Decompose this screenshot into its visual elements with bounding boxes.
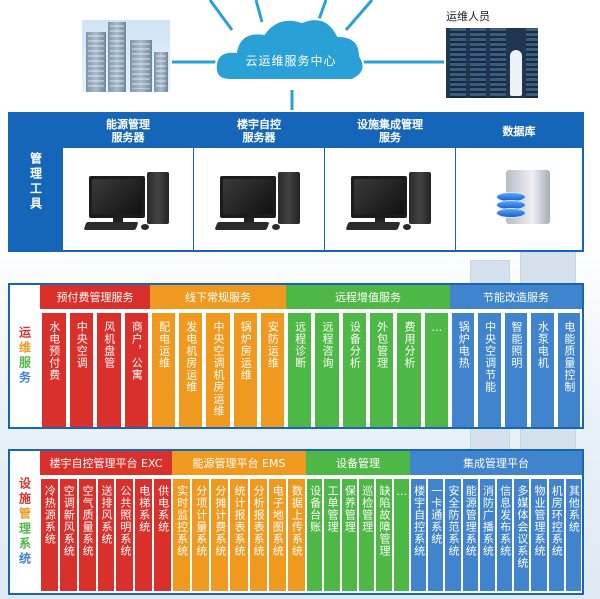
service-item: 安防运维 [260, 313, 285, 427]
service-item: 中央空调 [69, 313, 93, 427]
server-column-title: 楼宇自控 服务器 [194, 114, 324, 148]
service-item: 锅炉房运维 [233, 313, 257, 427]
building-photo [82, 20, 170, 92]
group-title: 集成管理平台 [410, 451, 582, 475]
cloud-service-center-label: 云运维服务中心 [245, 54, 337, 68]
service-item: 发电机房运维 [179, 313, 203, 427]
service-item: 中央空调节能 [478, 313, 501, 427]
service-item: 商户，公寓 [124, 313, 148, 427]
service-item: 水泵电机 [531, 313, 554, 427]
service-item: 智能照明 [504, 313, 528, 427]
system-item: 统计报表系统 [230, 479, 248, 591]
facility-systems-label: 设施管理系统 [10, 451, 40, 593]
system-item: 电梯系统 [135, 479, 153, 591]
system-item: 安全防范系统 [445, 479, 461, 591]
service-item: 风机盘管 [97, 313, 121, 427]
system-group-ems: 能源管理平台 EMS 实时监控系统 分项计量系统 分摊计费系统 统计报表系统 分… [172, 451, 306, 593]
group-title: 楼宇自控管理平台 EXC [40, 451, 172, 475]
system-group-bas: 楼宇自控管理平台 EXC 冷热源系统 空调新风系统 空气质量系统 送排风系统 公… [40, 451, 172, 593]
service-group-energy-retrofit: 节能改造服务 锅炉电热 中央空调节能 智能照明 水泵电机 电能质量控制 [450, 285, 582, 427]
group-title: 远程增值服务 [286, 285, 450, 309]
management-tools-panel: 管理工具 能源管理 服务器 楼宇自控 服务器 设施集成管理 服务 数据库 [8, 112, 584, 252]
service-item: 配电运维 [152, 313, 176, 427]
system-item: 分项计量系统 [192, 479, 210, 591]
system-item: 信息发布系统 [497, 479, 513, 591]
system-item: 数据上传系统 [287, 479, 305, 591]
server-column: 楼宇自控 服务器 [193, 114, 324, 250]
service-item: 水电预付费 [42, 313, 66, 427]
system-item: 楼宇自控系统 [411, 479, 427, 591]
system-item: 巡检管理 [358, 479, 375, 591]
server-column-title: 设施集成管理 服务 [325, 114, 455, 148]
system-item: … [393, 479, 409, 591]
system-item: 分析报表系统 [249, 479, 267, 591]
service-item: 锅炉电热 [452, 313, 475, 427]
server-column-title: 数据库 [456, 114, 582, 148]
system-item: 多媒体会议系统 [514, 479, 530, 591]
system-item: 工单管理 [324, 479, 340, 591]
system-group-equipment: 设备管理 设备台账 工单管理 保养管理 巡检管理 缺陷故障管理 … [306, 451, 410, 593]
system-item: 分摊计费系统 [211, 479, 229, 591]
ops-staff-label: 运维人员 [446, 10, 490, 23]
system-item: 电子地图系统 [268, 479, 286, 591]
service-item: 设备分析 [342, 313, 366, 427]
system-item: 送排风系统 [97, 479, 115, 591]
system-item: 空气质量系统 [78, 479, 96, 591]
service-item: 外包管理 [369, 313, 394, 427]
service-item: 费用分析 [397, 313, 421, 427]
group-title: 能源管理平台 EMS [172, 451, 306, 475]
cloud-connection-lines [172, 0, 444, 110]
system-item: 冷热源系统 [41, 479, 58, 591]
system-group-integration: 集成管理平台 楼宇自控系统 一卡通系统 安全防范系统 能源管理系统 消防广播系统… [410, 451, 582, 593]
group-title: 线下常规服务 [150, 285, 286, 309]
group-title: 设备管理 [306, 451, 410, 475]
ops-services-label: 运维服务 [10, 285, 40, 427]
service-item: … [424, 313, 448, 427]
service-item: 中央空调机房运维 [206, 313, 230, 427]
system-item: 消防广播系统 [479, 479, 496, 591]
system-item: 其他系统 [565, 479, 582, 591]
system-item: 设备台账 [307, 479, 323, 591]
service-item: 远程咨询 [315, 313, 339, 427]
system-item: 实时监控系统 [173, 479, 191, 591]
cloud-icon [214, 18, 365, 81]
service-group-prepaid: 预付费管理服务 水电预付费 中央空调 风机盘管 商户，公寓 [40, 285, 150, 427]
system-item: 供电系统 [154, 479, 172, 591]
system-item: 缺陷故障管理 [376, 479, 392, 591]
server-column: 数据库 [455, 114, 582, 250]
system-item: 能源管理系统 [462, 479, 478, 591]
service-group-remote: 远程增值服务 远程诊断 远程咨询 设备分析 外包管理 费用分析 … [286, 285, 450, 427]
service-item: 远程诊断 [288, 313, 312, 427]
system-item: 物业管理系统 [531, 479, 547, 591]
group-title: 预付费管理服务 [40, 285, 150, 309]
system-item: 一卡通系统 [428, 479, 444, 591]
system-item: 机房环控系统 [548, 479, 564, 591]
server-column: 设施集成管理 服务 [324, 114, 455, 250]
management-tools-label: 管理工具 [10, 114, 62, 250]
ops-services-panel: 运维服务 预付费管理服务 水电预付费 中央空调 风机盘管 商户，公寓 线下常规服… [8, 283, 584, 429]
system-item: 保养管理 [341, 479, 357, 591]
system-item: 空调新风系统 [59, 479, 77, 591]
server-column: 能源管理 服务器 [62, 114, 193, 250]
system-item: 公共照明系统 [116, 479, 134, 591]
facility-systems-panel: 设施管理系统 楼宇自控管理平台 EXC 冷热源系统 空调新风系统 空气质量系统 … [8, 449, 584, 595]
group-title: 节能改造服务 [450, 285, 582, 309]
person-icon [510, 50, 522, 96]
service-group-offline: 线下常规服务 配电运维 发电机房运维 中央空调机房运维 锅炉房运维 安防运维 [150, 285, 286, 427]
server-column-title: 能源管理 服务器 [63, 114, 193, 148]
server-room-photo [446, 28, 538, 98]
service-item: 电能质量控制 [557, 313, 581, 427]
